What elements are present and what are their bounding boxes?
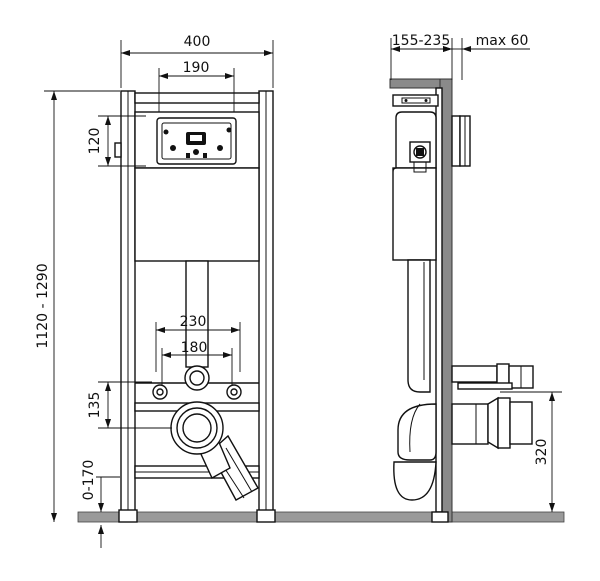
dim-cistern-height-label: 120 (87, 128, 103, 155)
dim-rod-spacing-inner: 180 (161, 340, 233, 386)
dim-rod-to-drain: 135 (87, 381, 172, 429)
front-view-frame (114, 90, 276, 523)
dim-wall-cover: max 60 (443, 33, 530, 80)
dim-total-height-label: 1120 - 1290 (35, 263, 51, 348)
dim-button-spacing-label: 190 (183, 60, 210, 76)
dim-wall-depth-label: 155-235 (392, 33, 451, 49)
floor (77, 511, 565, 523)
dim-rod-spacing-outer-label: 230 (180, 314, 207, 330)
dim-frame-width-label: 400 (184, 34, 211, 50)
dim-frame-width: 400 (120, 34, 274, 88)
dim-button-spacing: 190 (158, 60, 235, 112)
dim-cistern-height: 120 (87, 115, 146, 167)
dim-rod-spacing-outer: 230 (155, 314, 241, 372)
dim-wall-cover-label: max 60 (476, 33, 529, 49)
dim-rod-spacing-inner-label: 180 (181, 340, 208, 356)
dim-leg-adjust-label: 0-170 (81, 460, 97, 501)
dim-leg-adjust: 0-170 (81, 460, 120, 548)
dim-rod-to-drain-label: 135 (87, 392, 103, 419)
dim-total-height: 1120 - 1290 (35, 90, 120, 522)
dim-drain-height: 320 (500, 391, 562, 512)
side-view-frame (392, 87, 534, 523)
dim-drain-height-label: 320 (534, 439, 550, 466)
dim-wall-depth: 155-235 (390, 33, 453, 80)
